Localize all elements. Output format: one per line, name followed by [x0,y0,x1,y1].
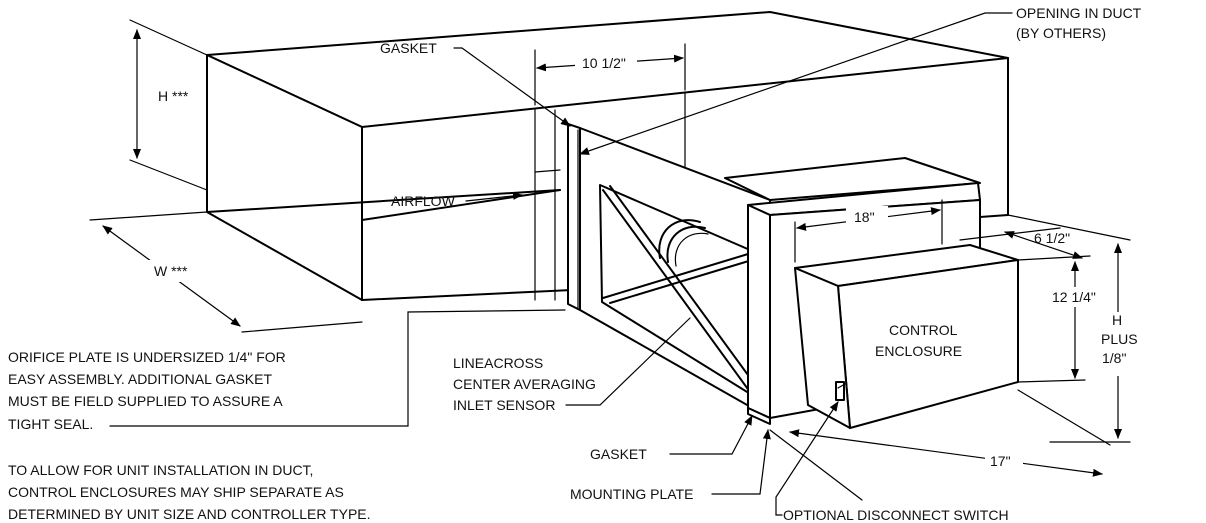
leader-gasket-top [453,47,571,127]
note-orifice-4: TIGHT SEAL. [8,416,93,432]
label-optional-switch: OPTIONAL DISCONNECT SWITCH [783,507,1009,523]
label-mounting-plate: MOUNTING PLATE [570,486,693,502]
control-assembly [724,157,1019,429]
dim-18-label: 18" [854,209,875,225]
control-label-2: ENCLOSURE [875,343,962,359]
disconnect-switch [835,381,845,401]
dim-h-plus-1: H [1112,312,1122,328]
dim-10-5-label: 10 1/2" [582,55,626,71]
leader-mounting-plate [711,429,771,495]
label-opening-2: (BY OTHERS) [1016,25,1106,41]
dim-10-5 [534,43,686,106]
dim-18 [794,199,943,263]
label-gasket-top: GASKET [380,40,437,56]
dim-17 [769,389,1111,501]
leader-gasket-bottom [669,415,753,455]
label-gasket-bottom: GASKET [590,446,647,462]
leader-switch [775,401,839,516]
note-allow-2: CONTROL ENCLOSURES MAY SHIP SEPARATE AS [8,484,344,500]
leader-airflow [465,191,523,202]
leader-opening [579,12,1013,155]
note-allow-1: TO ALLOW FOR UNIT INSTALLATION IN DUCT, [8,462,313,478]
label-lineacross-1: LINEACROSS [453,355,543,371]
dim-12-25 [1017,261,1106,383]
leader-lineacross [565,317,691,406]
label-lineacross-3: INLET SENSOR [453,397,555,413]
label-airflow: AIRFLOW [391,193,456,209]
dim-h [129,19,208,191]
dim-12-25-label: 12 1/4" [1052,289,1096,305]
dim-w-label: W *** [154,263,188,279]
dim-6-5-label: 6 1/2" [1034,230,1070,246]
note-orifice-2: EASY ASSEMBLY. ADDITIONAL GASKET [8,371,272,387]
note-allow-3: DETERMINED BY UNIT SIZE AND CONTROLLER T… [8,506,371,522]
dim-h-plus-2: PLUS [1101,331,1138,347]
label-lineacross-2: CENTER AVERAGING [453,376,596,392]
dim-h-plus-3: 1/8" [1102,350,1126,366]
dim-w [89,211,363,333]
label-opening-1: OPENING IN DUCT [1016,5,1142,21]
note-orifice-3: MUST BE FIELD SUPPLIED TO ASSURE A [8,393,283,409]
leader-orifice [109,309,566,427]
dim-6-5 [959,227,1091,261]
control-label-1: CONTROL [889,322,958,338]
dim-h-plus [1007,214,1140,443]
note-orifice-1: ORIFICE PLATE IS UNDERSIZED 1/4" FOR [8,349,286,365]
dim-17-label: 17" [990,453,1011,469]
dim-h-label: H *** [158,88,189,104]
mounting-plate [567,123,771,419]
